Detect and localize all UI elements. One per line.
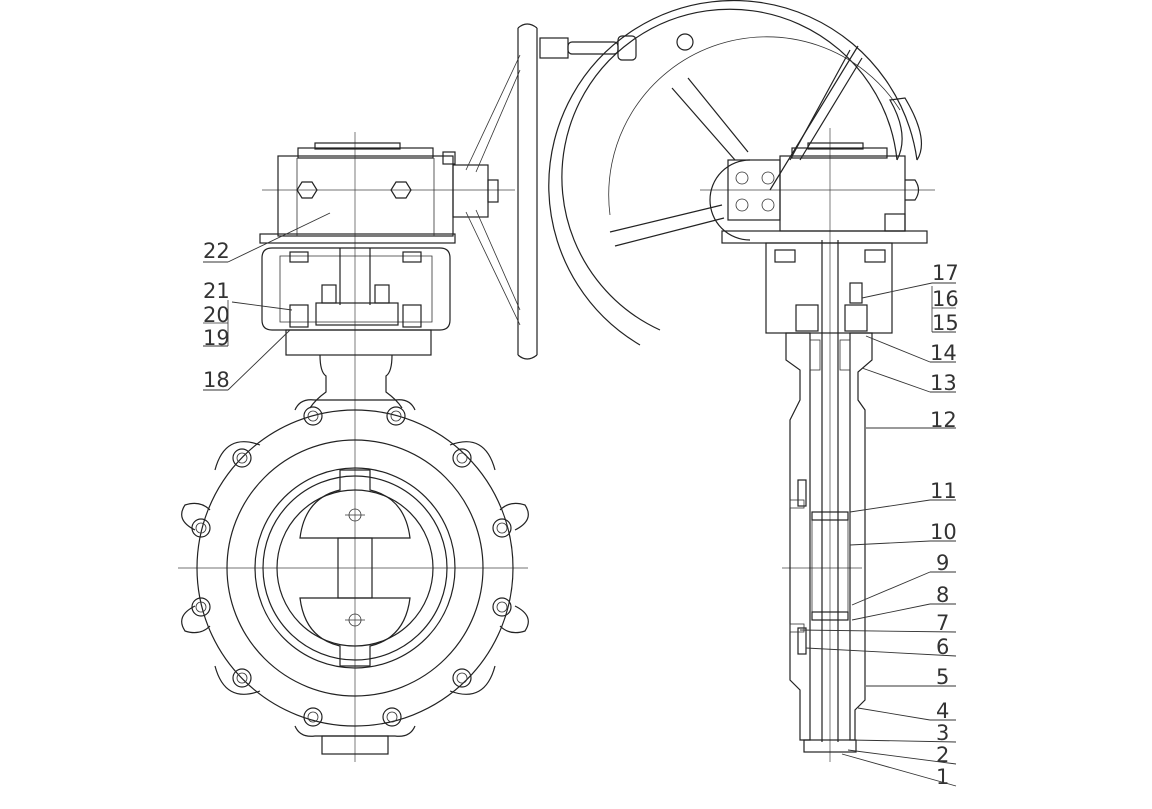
callout-20: 20 xyxy=(203,303,230,327)
stem xyxy=(821,240,839,742)
callout-11: 11 xyxy=(930,479,957,503)
callout-7: 7 xyxy=(936,611,949,635)
disc-front xyxy=(299,469,411,667)
callout-1: 1 xyxy=(936,765,949,789)
callout-9: 9 xyxy=(936,551,949,575)
callout-13: 13 xyxy=(930,371,957,395)
callout-15: 15 xyxy=(932,311,959,335)
callout-2: 2 xyxy=(936,743,949,767)
body-section xyxy=(785,332,873,753)
callout-3: 3 xyxy=(936,721,949,745)
callout-16: 16 xyxy=(932,287,959,311)
callout-14: 14 xyxy=(930,341,957,365)
handwheel-face xyxy=(548,0,923,346)
section-view xyxy=(548,0,935,762)
mounting-bracket xyxy=(261,247,451,356)
callout-17: 17 xyxy=(932,261,959,285)
callout-8: 8 xyxy=(936,583,949,607)
callout-leaders xyxy=(203,212,957,787)
callout-numbers: 22 21 20 19 18 17 16 15 14 13 12 11 10 9… xyxy=(203,239,959,789)
callout-4: 4 xyxy=(936,699,949,723)
callout-5: 5 xyxy=(936,665,949,689)
valve-body-lugs xyxy=(181,399,529,755)
callout-12: 12 xyxy=(930,408,957,432)
callout-6: 6 xyxy=(936,635,949,659)
gearbox-front xyxy=(259,142,499,244)
callout-19: 19 xyxy=(203,326,230,350)
front-view xyxy=(178,23,637,762)
bracket-side xyxy=(765,242,893,334)
callout-21: 21 xyxy=(203,279,230,303)
callout-18: 18 xyxy=(203,368,230,392)
callout-10: 10 xyxy=(930,520,957,544)
callout-22: 22 xyxy=(203,239,230,263)
handwheel-edge xyxy=(465,23,637,360)
body-neck xyxy=(309,354,403,409)
gearbox-side xyxy=(709,142,928,244)
